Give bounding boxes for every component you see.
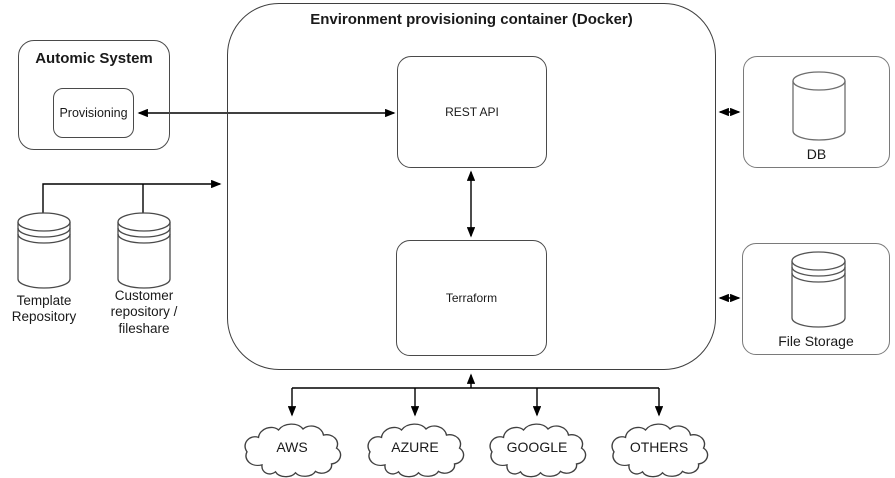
provisioning-label: Provisioning — [59, 106, 128, 120]
docker-container-box — [227, 3, 716, 370]
rest-api-label: REST API — [445, 105, 499, 119]
cloud-label-azure: AZURE — [391, 439, 439, 455]
terraform-box: Terraform — [396, 240, 547, 356]
db-cylinder-icon — [792, 71, 846, 141]
customer-repo-cylinder-icon — [117, 212, 171, 289]
cloud-label-aws: AWS — [276, 439, 308, 455]
db-label: DB — [806, 146, 827, 162]
file-storage-box — [742, 243, 890, 355]
rest-api-box: REST API — [397, 56, 547, 168]
automic-system-title: Automic System — [35, 50, 153, 67]
docker-container-title: Environment provisioning container (Dock… — [310, 11, 633, 28]
automic-system-box — [18, 40, 170, 150]
file-storage-label: File Storage — [778, 333, 854, 349]
file-storage-cylinder-icon — [791, 251, 846, 328]
db-box — [743, 56, 890, 168]
template-repository-label: Template Repository — [11, 293, 77, 325]
cloud-label-google: GOOGLE — [506, 439, 568, 455]
customer-repository-label: Customer repository / fileshare — [110, 288, 178, 336]
provisioning-box: Provisioning — [53, 88, 134, 138]
template-repo-cylinder-icon — [17, 212, 71, 289]
cloud-label-others: OTHERS — [629, 439, 689, 455]
terraform-label: Terraform — [445, 291, 498, 305]
arrow-repositories-to-container — [42, 179, 222, 213]
